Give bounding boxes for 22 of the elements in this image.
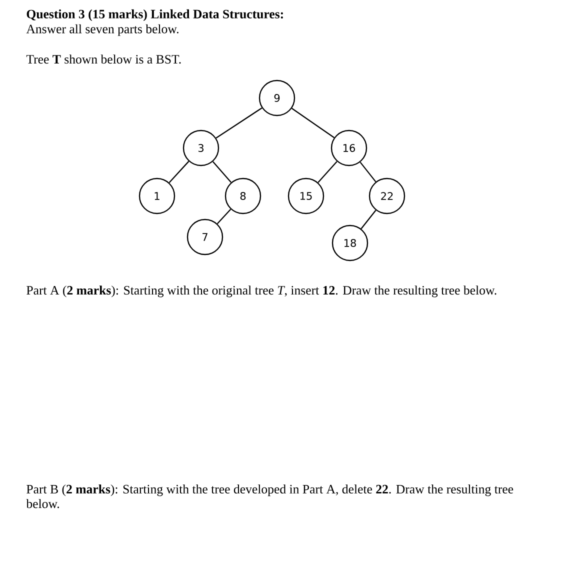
tree-edge <box>360 162 376 182</box>
instruction-text: Part B (2 marks): Starting with the tree developed in Part A, delete 22. Draw the resulting tree below. <box>26 484 514 508</box>
question-heading: Question 3 (15 marks) Linked Data Structures: <box>26 9 283 22</box>
instruction-text: Answer all seven parts below. <box>26 24 178 36</box>
tree-edge <box>168 160 190 184</box>
tree-edge <box>212 161 232 183</box>
tree-node: 1 <box>138 178 176 214</box>
tree-node: 7 <box>186 218 224 256</box>
tree-edge <box>292 108 334 138</box>
tree-edge <box>216 208 232 224</box>
instruction-text: Part A (2 marks): Starting with the original tree T, insert 12. Draw the resulting tree below. <box>26 286 496 298</box>
tree-node: 9 <box>258 80 296 116</box>
tree-node: 18 <box>332 224 368 262</box>
tree-node: 16 <box>330 130 368 166</box>
tree-edge <box>360 210 376 230</box>
tree-node: 15 <box>288 178 324 214</box>
tree-edge <box>216 107 262 139</box>
instruction-text: Tree T shown below is a BST. <box>26 54 181 64</box>
tree-node: 8 <box>224 178 262 214</box>
tree-node: 3 <box>182 130 220 166</box>
tree-node: 22 <box>368 178 406 214</box>
tree-edge <box>318 161 338 183</box>
